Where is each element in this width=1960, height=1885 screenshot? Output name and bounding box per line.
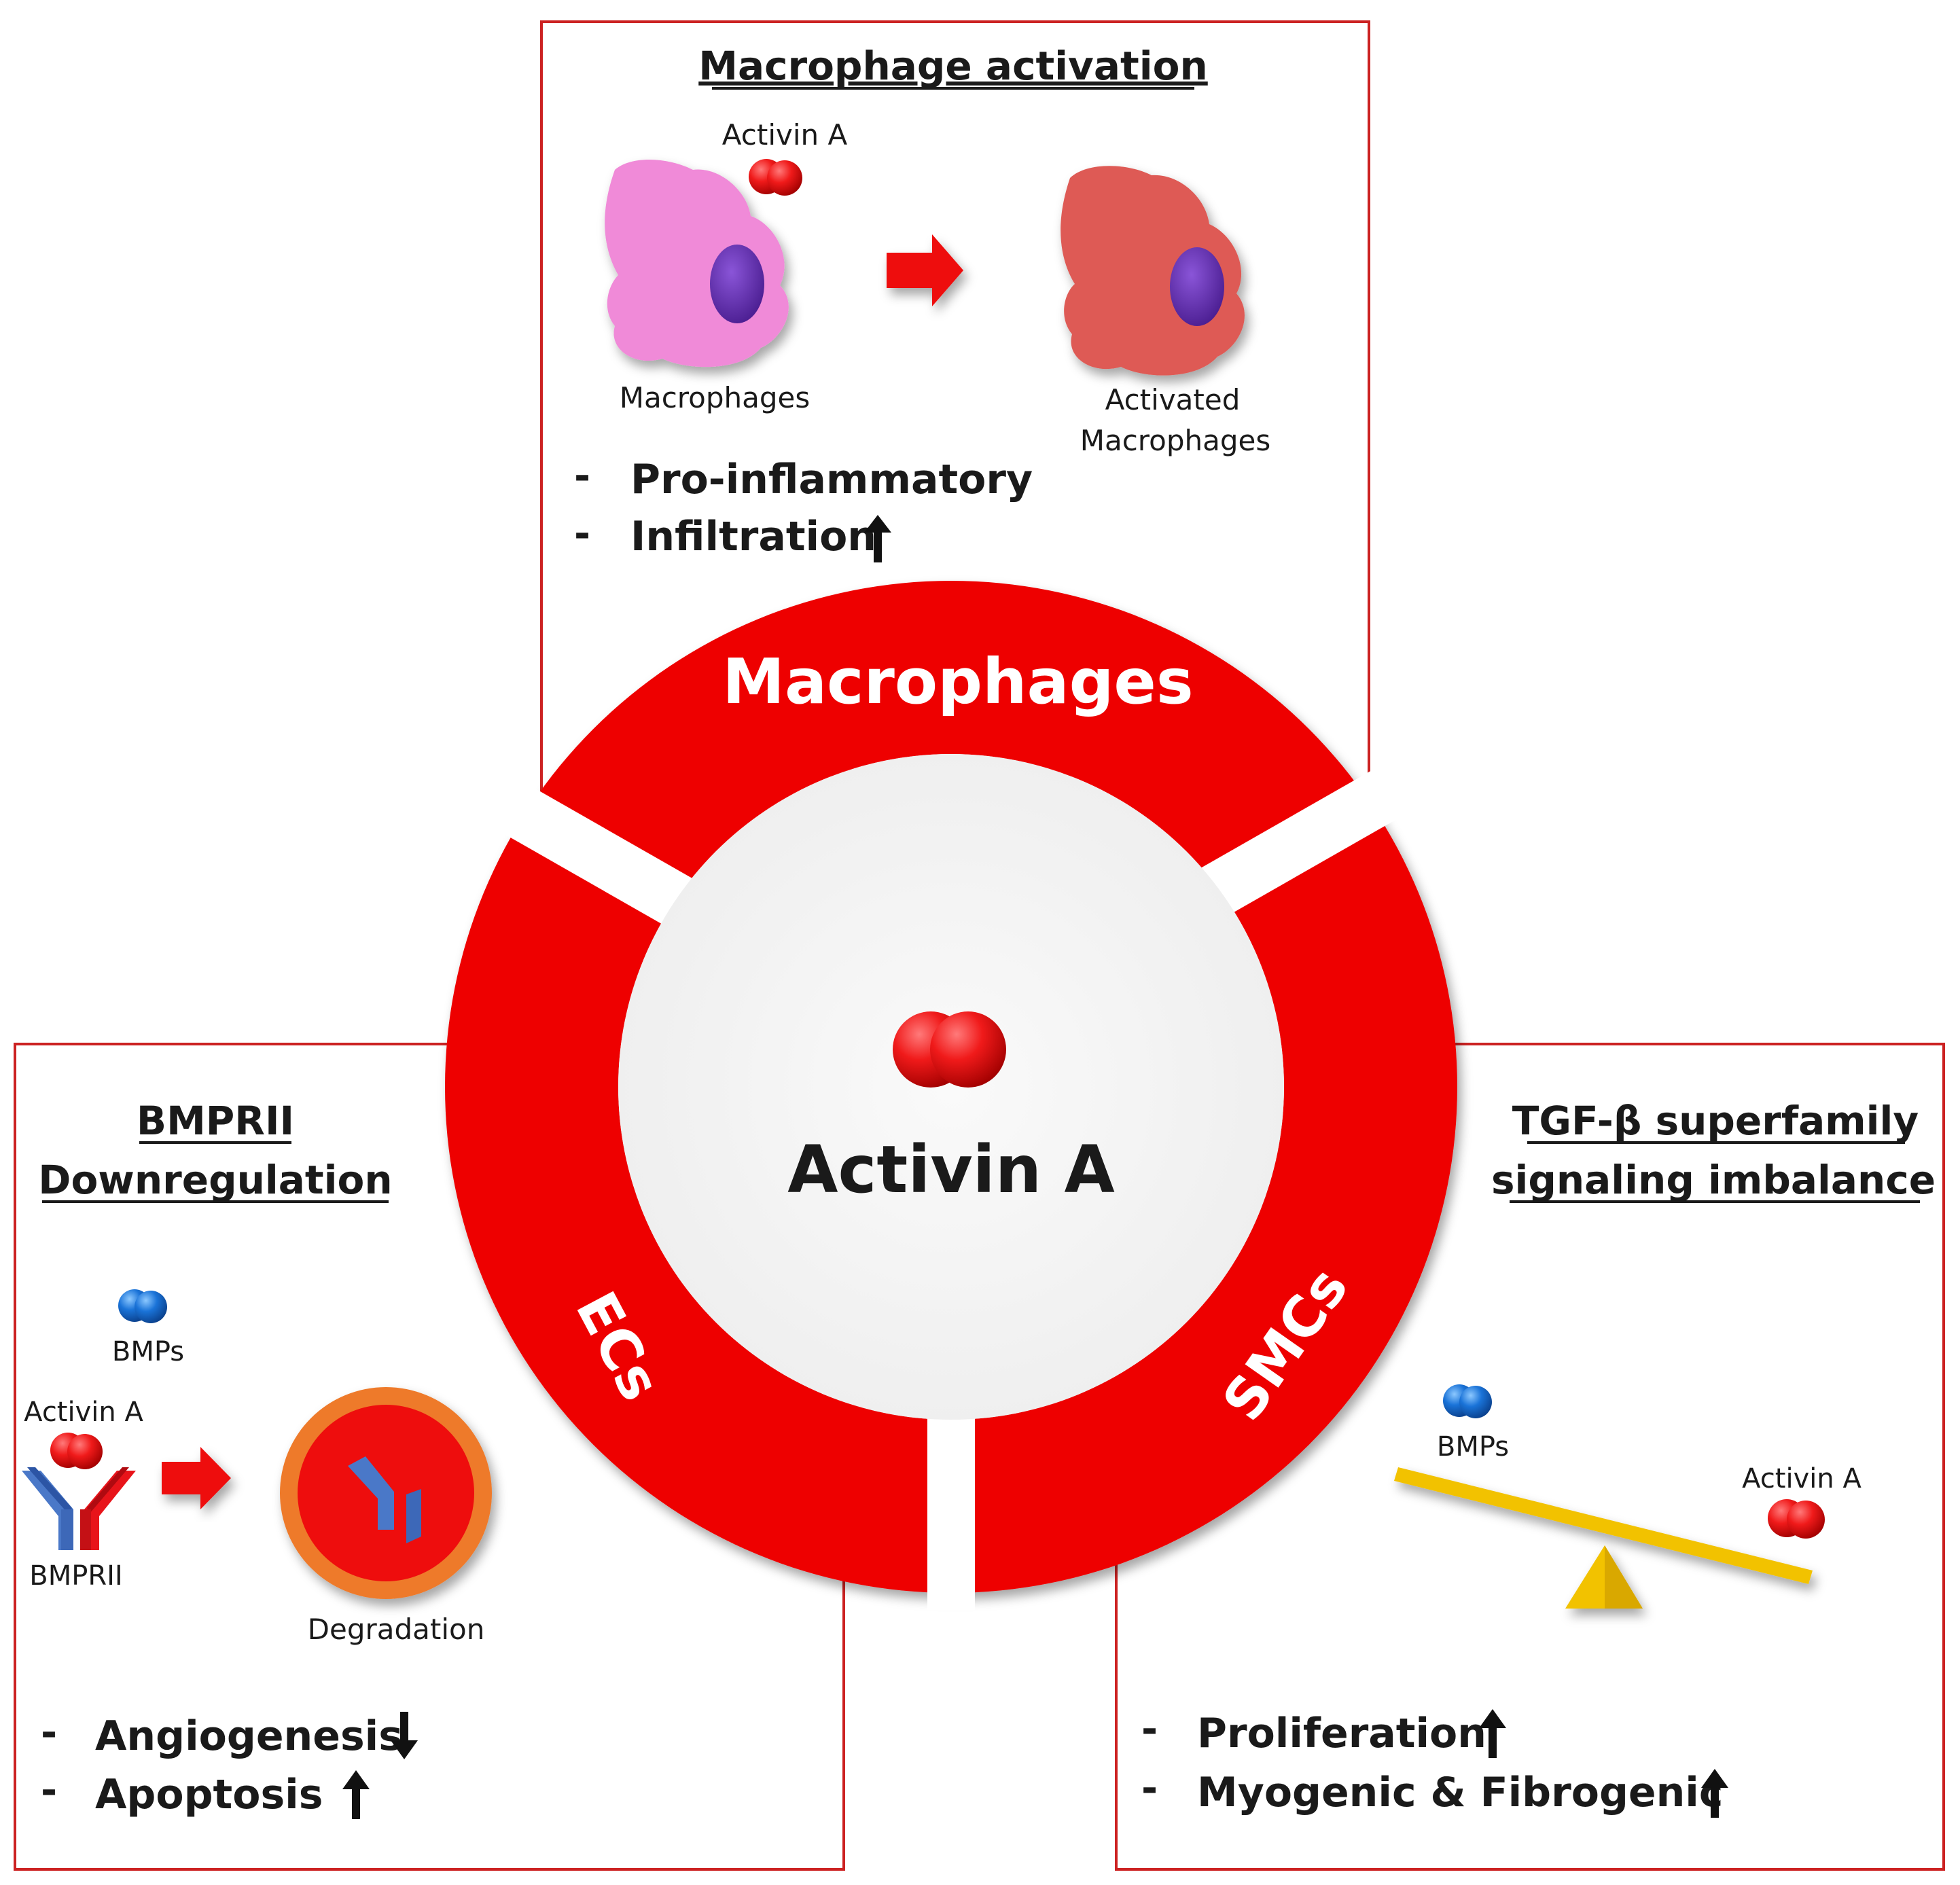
top-activin-dimer [749, 159, 802, 196]
center-label: Activin A [787, 1132, 1115, 1208]
right-activin-dimer [1768, 1499, 1825, 1539]
ring-inner-mask [618, 754, 1284, 1420]
left-activin-dimer [50, 1433, 103, 1469]
activated-label-line1: Activated [1105, 383, 1241, 416]
top-effect-2-dash: - [574, 510, 590, 556]
right-effect-2-dash: - [1141, 1765, 1158, 1811]
left-effect-1-text: Angiogenesis [95, 1712, 403, 1760]
activation-arrow-icon [887, 234, 963, 306]
bmprii-label: BMPRII [29, 1560, 122, 1592]
right-effect-1-dash: - [1141, 1706, 1158, 1752]
bmprii-receptor-icon [22, 1467, 136, 1550]
right-title-line1: TGF-β superfamily [1512, 1098, 1919, 1144]
left-title-line2: Downregulation [38, 1157, 392, 1203]
activated-label-line2: Macrophages [1080, 424, 1271, 457]
down-arrow-icon [391, 1712, 418, 1759]
right-activin-label: Activin A [1742, 1463, 1861, 1494]
up-arrow-icon [342, 1770, 370, 1819]
top-activin-label: Activin A [722, 118, 848, 151]
top-effect-1-dash: - [574, 452, 590, 499]
left-title-line1: BMPRII [137, 1098, 294, 1144]
degradation-arrow-icon [162, 1447, 231, 1509]
top-effect-1-text: Pro-inflammatory [630, 456, 1033, 503]
degraded-receptor-icon [348, 1456, 421, 1543]
up-arrow-icon [864, 515, 891, 562]
left-effect-2-text: Apoptosis [95, 1771, 323, 1818]
left-bmp-dimer [118, 1289, 167, 1323]
right-bmp-dimer [1443, 1384, 1492, 1418]
left-activin-label: Activin A [24, 1397, 143, 1428]
activin-a-dimer-center [893, 1011, 1006, 1088]
left-bmp-label: BMPs [112, 1336, 184, 1367]
seesaw-icon [1394, 1467, 1813, 1609]
right-bmp-label: BMPs [1437, 1431, 1509, 1462]
right-effect-2-text: Myogenic & Fibrogenic [1197, 1769, 1723, 1816]
ring-label-macrophages: Macrophages [722, 645, 1193, 718]
right-title-line2: signaling imbalance [1491, 1157, 1936, 1203]
top-panel-title: Macrophage activation [698, 43, 1208, 89]
right-effect-1-text: Proliferation [1197, 1710, 1486, 1757]
activated-macrophage-nucleus [1170, 247, 1224, 326]
top-effect-2-text: Infiltration [630, 513, 876, 560]
degradation-label: Degradation [308, 1613, 485, 1646]
macrophage-label: Macrophages [620, 381, 810, 414]
up-arrow-icon [1479, 1709, 1506, 1758]
macrophage-nucleus [710, 245, 764, 323]
up-arrow-icon [1701, 1769, 1728, 1818]
left-effect-2-dash: - [41, 1767, 57, 1813]
left-effect-1-dash: - [41, 1709, 57, 1755]
